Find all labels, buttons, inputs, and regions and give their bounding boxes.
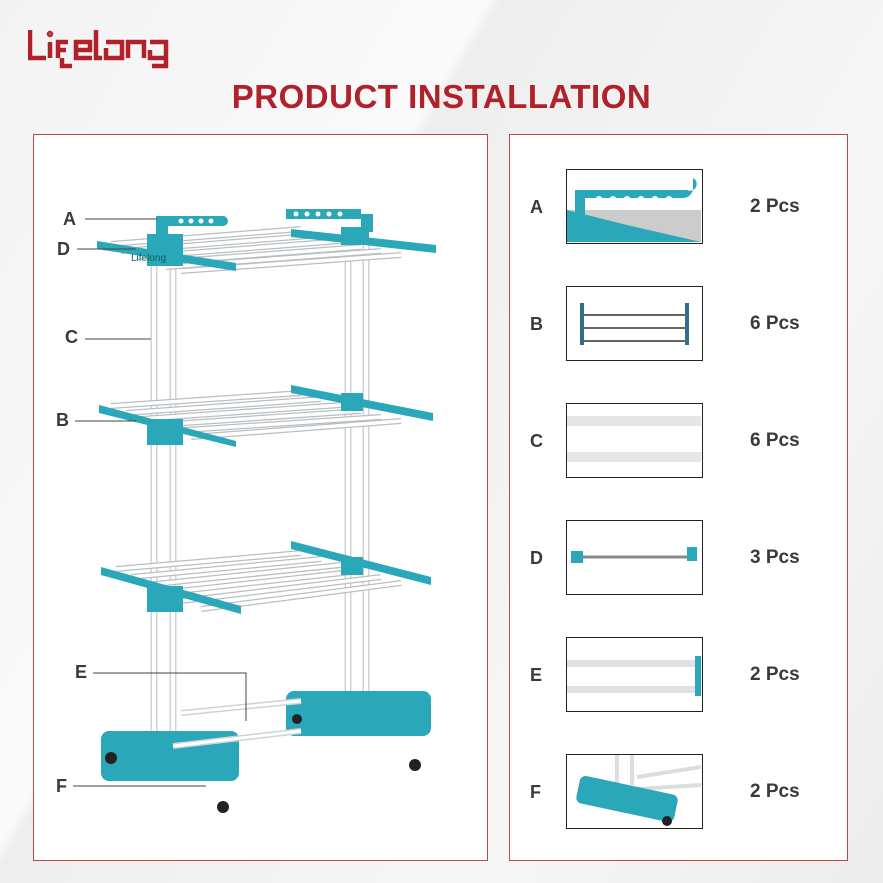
- callout-f: F: [56, 776, 67, 796]
- callout-e: E: [75, 662, 88, 682]
- parts-list-panel: A 2 Pcs B 6 Pcs C: [509, 134, 848, 861]
- drying-rack-diagram: Lifelong: [73, 209, 436, 813]
- base-rod-icon: [567, 656, 701, 696]
- callout-d: D: [57, 239, 70, 259]
- part-letter: C: [530, 431, 543, 451]
- hanger-icon: [567, 178, 701, 242]
- callout-a: A: [63, 209, 76, 229]
- connector-rod-icon: [571, 547, 697, 563]
- assembled-rack-panel: Lifelong A D C B E F: [33, 134, 488, 861]
- lifelong-logo-icon: [28, 30, 169, 69]
- callout-c: C: [65, 327, 78, 347]
- base-foot-icon: [576, 755, 701, 826]
- part-letter: E: [530, 665, 543, 685]
- part-d-thumbnail: [566, 520, 703, 595]
- brand-logo: [28, 28, 188, 70]
- callout-b: B: [56, 410, 69, 430]
- pole-icon: [567, 416, 701, 462]
- part-letter: A: [530, 197, 543, 217]
- part-quantity: 6 Pcs: [750, 313, 800, 334]
- part-quantity: 6 Pcs: [750, 430, 800, 451]
- part-a-thumbnail: [566, 169, 703, 244]
- part-quantity: 2 Pcs: [750, 781, 800, 802]
- rack-logo-text: Lifelong: [131, 253, 166, 264]
- part-quantity: 2 Pcs: [750, 664, 800, 685]
- part-c-thumbnail: [566, 403, 703, 478]
- part-letter: F: [530, 782, 541, 802]
- shelf-frame-icon: [580, 303, 689, 345]
- page-title: PRODUCT INSTALLATION: [231, 78, 652, 115]
- part-quantity: 2 Pcs: [750, 196, 800, 217]
- part-letter: D: [530, 548, 543, 568]
- part-letter: B: [530, 314, 543, 334]
- part-quantity: 3 Pcs: [750, 547, 800, 568]
- part-e-thumbnail: [566, 637, 703, 712]
- part-f-thumbnail: [566, 754, 703, 829]
- part-b-thumbnail: [566, 286, 703, 361]
